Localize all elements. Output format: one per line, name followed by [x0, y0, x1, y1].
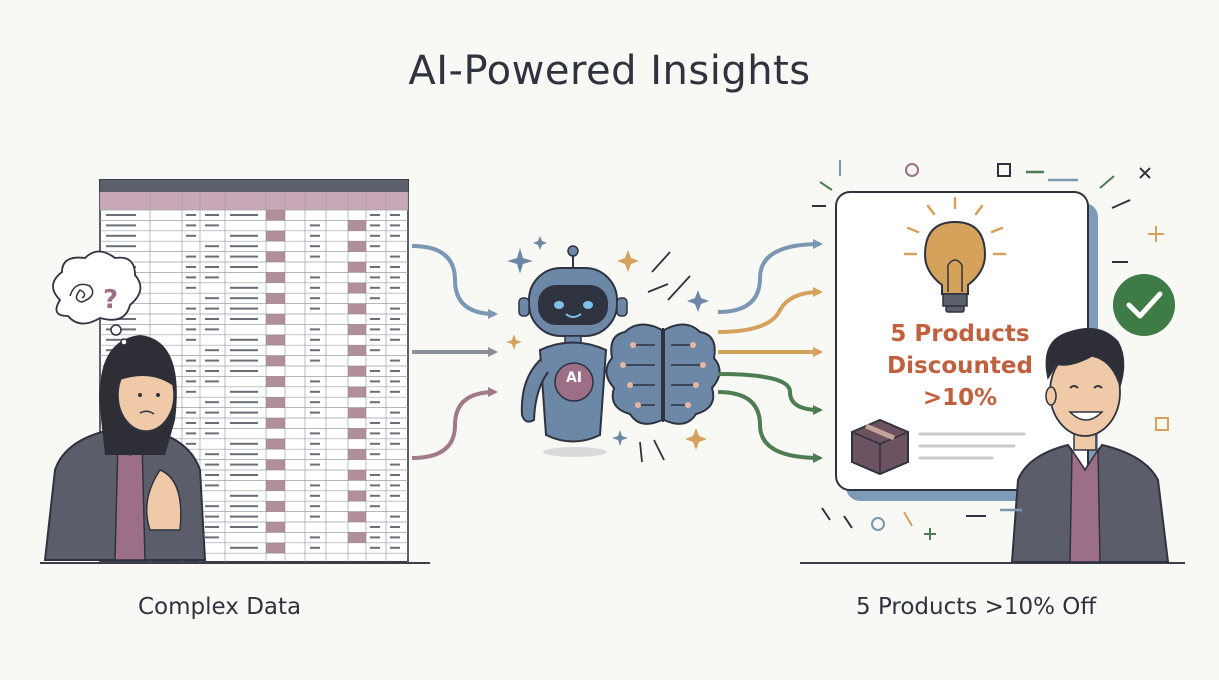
input-arrow-mauve	[411, 387, 498, 460]
page-title: AI-Powered Insights	[408, 48, 811, 94]
insight-line-2: Discounted	[887, 353, 1033, 379]
output-arrow-green-2	[717, 390, 823, 463]
output-arrow-blue	[717, 239, 823, 314]
checkmark-badge-icon	[1113, 274, 1175, 336]
output-arrow-gold-1	[717, 287, 823, 334]
robot-icon	[518, 245, 628, 457]
input-arrows	[411, 244, 498, 460]
sparkle-icons	[506, 236, 709, 463]
robot-ai-label: AI	[565, 370, 583, 386]
text-lines-icon	[918, 432, 1026, 460]
caption-complex-data: Complex Data	[138, 594, 302, 620]
insight-line-3: >10%	[922, 385, 998, 411]
result-card	[835, 191, 1098, 501]
input-arrow-blue	[411, 244, 498, 319]
thought-bubble-icon: ?	[52, 250, 142, 346]
brain-circuit-icon	[605, 323, 721, 425]
happy-person-icon	[1010, 327, 1170, 563]
output-arrow-green-1	[717, 372, 823, 415]
svg-text:?: ?	[103, 285, 118, 315]
package-box-icon	[851, 418, 909, 476]
confused-person-icon	[43, 335, 207, 561]
lightbulb-icon	[903, 196, 1007, 313]
output-arrows	[717, 239, 823, 463]
confetti-decorations	[812, 160, 1169, 540]
insight-card-text: 5 Products Discounted >10%	[860, 318, 1060, 414]
insight-line-1: 5 Products	[890, 321, 1030, 347]
caption-result: 5 Products >10% Off	[856, 594, 1097, 620]
